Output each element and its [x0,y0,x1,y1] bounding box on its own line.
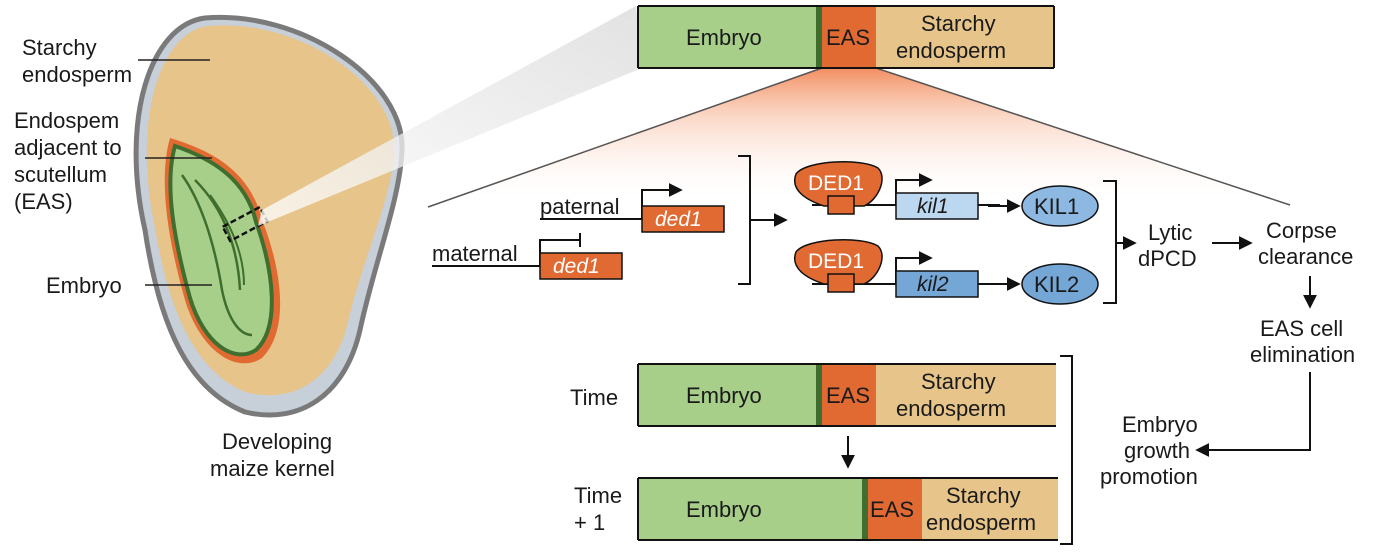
t1-endo-label-2: endosperm [926,510,1036,535]
kernel-caption-1: Developing [222,429,332,454]
t1-eas-label: EAS [870,497,914,522]
maternal-allele: maternal ded1 [432,233,623,280]
t1-eas [868,478,922,540]
growth-label-2: growth [1124,438,1190,463]
embryo-inner-line [209,194,245,286]
kil1-gene-label: kil1 [917,195,949,218]
eas-fan [428,68,1290,205]
paternal-label: paternal [540,194,620,219]
t0-eas-label: EAS [826,383,870,408]
paternal-ded1-gene [641,205,725,233]
label-eas-1: Endospem [14,108,119,133]
strip-embryo [638,6,818,68]
label-eas-4: (EAS) [14,189,73,214]
time1-label-1: Time [574,483,622,508]
ded1-kil1-module: DED1 kil1 KIL1 [793,161,1099,227]
t1-embryo [638,478,862,540]
label-eas-3: scutellum [14,162,107,187]
timeline-strip-t0: Time Embryo EAS Starchy endosperm [570,363,1056,427]
timeline-strip-t1: Time + 1 Embryo EAS Starchy endosperm [574,477,1058,541]
zoom-beam [258,6,642,226]
kil2-gene-label: kil2 [917,273,949,296]
t0-eas [822,364,876,426]
kernel-caption-2: maize kernel [210,456,335,481]
t0-scutellum-edge [816,364,822,426]
arrow-to-growth [1195,372,1311,457]
paternal-ded1-label: ded1 [655,208,702,231]
kil2-gene [895,270,979,298]
ded1-binding-site-2 [827,273,855,293]
fan-edge-left [427,67,823,208]
kil2-protein-label: KIL2 [1034,272,1079,297]
top-tissue-strip: Embryo EAS Starchy endosperm [637,5,1055,69]
corpse-label-2: clearance [1258,244,1353,269]
ded1-protein-label-2: DED1 [808,250,864,273]
ded1-kil2-module: DED1 kil2 KIL2 [793,239,1099,305]
strip-eas-label: EAS [826,25,870,50]
maize-kernel [133,14,405,418]
t0-embryo-label: Embryo [686,383,762,408]
ded1-protein-1 [793,161,883,207]
t1-endo-label-1: Starchy [946,483,1021,508]
corpse-label-1: Corpse [1266,218,1337,243]
embryo-inner-line [194,179,242,291]
strip-endo-label-1: Starchy [921,11,996,36]
label-starchy-endosperm-2: endosperm [22,62,132,87]
strip-scutellum-edge [816,6,822,68]
t0-endo-label-2: endosperm [896,396,1006,421]
strip-eas [822,6,876,68]
t1-scutellum-edge [862,478,868,540]
maternal-ded1-gene [539,252,623,280]
growth-label-3: promotion [1100,464,1198,489]
embryo-inner-line [180,174,253,337]
t0-endo-label-1: Starchy [921,369,996,394]
strip-endosperm [876,6,1054,68]
time1-label-2: + 1 [574,510,605,535]
kil1-protein [1021,185,1099,227]
maternal-label: maternal [432,241,518,266]
ded1-binding-site-1 [827,195,855,215]
t1-endosperm [922,478,1058,540]
paternal-allele: paternal ded1 [540,183,725,233]
kil1-gene [895,192,979,220]
lytic-label-2: dPCD [1138,246,1197,271]
fan-edge-right [875,67,1291,206]
t0-embryo [638,364,816,426]
ded1-protein-2 [793,239,883,285]
strip-embryo-label: Embryo [686,25,762,50]
label-embryo: Embryo [46,273,122,298]
label-starchy-endosperm: Starchy [22,35,97,60]
elim-label-2: elimination [1250,342,1355,367]
elim-label-1: EAS cell [1260,316,1343,341]
timeline-bracket [1060,355,1073,545]
growth-label-1: Embryo [1122,412,1198,437]
label-eas-2: adjacent to [14,135,122,160]
lytic-label-1: Lytic [1148,220,1192,245]
kil2-protein [1021,263,1099,305]
t0-endosperm [876,364,1056,426]
strip-endo-label-2: endosperm [896,38,1006,63]
time-label: Time [570,385,618,410]
ded1-protein-label-1: DED1 [808,172,864,195]
t1-embryo-label: Embryo [686,497,762,522]
kil1-protein-label: KIL1 [1034,194,1079,219]
maternal-ded1-label: ded1 [553,255,600,278]
